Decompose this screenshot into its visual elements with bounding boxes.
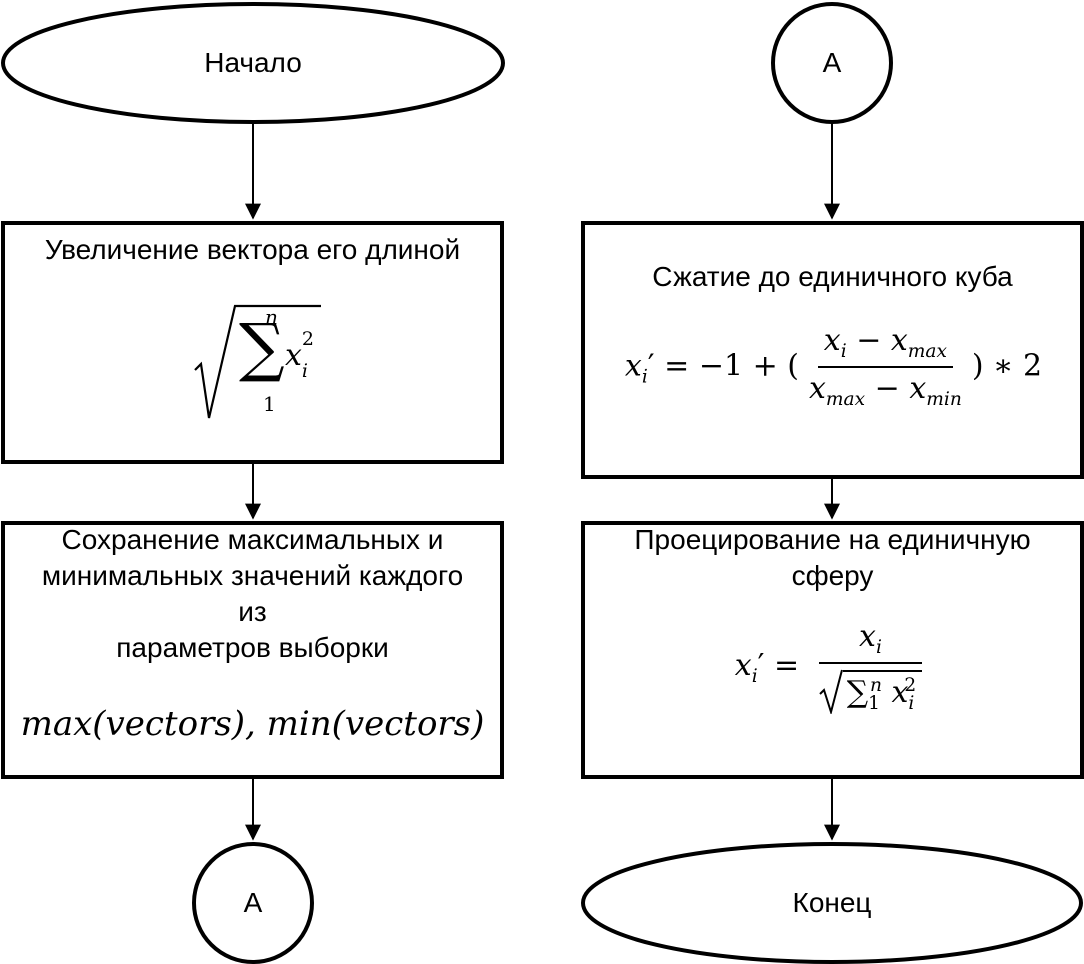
end-terminator	[581, 842, 1083, 964]
step2-text: Сохранение максимальных и минимальных зн…	[41, 524, 464, 663]
step3-formula: xi′ = −1 + ( xi − xmax xmax − xmin ) ∗ 2	[624, 323, 1043, 411]
radical-sign	[194, 304, 321, 419]
connector-left-circle	[192, 842, 314, 964]
step4-fraction: xi ∑1n xi2	[813, 620, 929, 715]
step3-box	[581, 221, 1084, 479]
step4-sqrt: ∑1n xi2	[818, 668, 923, 715]
step1-text: Увеличение вектора его длиной	[44, 234, 461, 265]
step4-radical-sign	[818, 670, 843, 715]
sum-upper-limit: n	[265, 305, 278, 329]
step2-formula: max(vectors), min(vectors)	[20, 704, 485, 744]
step4-box	[581, 521, 1084, 779]
sum-lower-limit: 1	[263, 392, 276, 416]
step4-text: Проецирование на единичную сферу	[634, 524, 1031, 591]
step3-text: Сжатие до единичного куба	[652, 261, 1013, 292]
connector-left-label: A	[243, 887, 263, 918]
end-label: Конец	[792, 887, 872, 918]
start-label: Начало	[204, 47, 302, 78]
step4-formula: xi′ = xi ∑1n xi2	[585, 620, 1082, 715]
sum-symbol: ∑	[239, 311, 285, 385]
step1-box	[1, 221, 504, 464]
connector-right-label: A	[822, 47, 842, 78]
step3-fraction: xi − xmax xmax − xmin	[808, 323, 962, 411]
